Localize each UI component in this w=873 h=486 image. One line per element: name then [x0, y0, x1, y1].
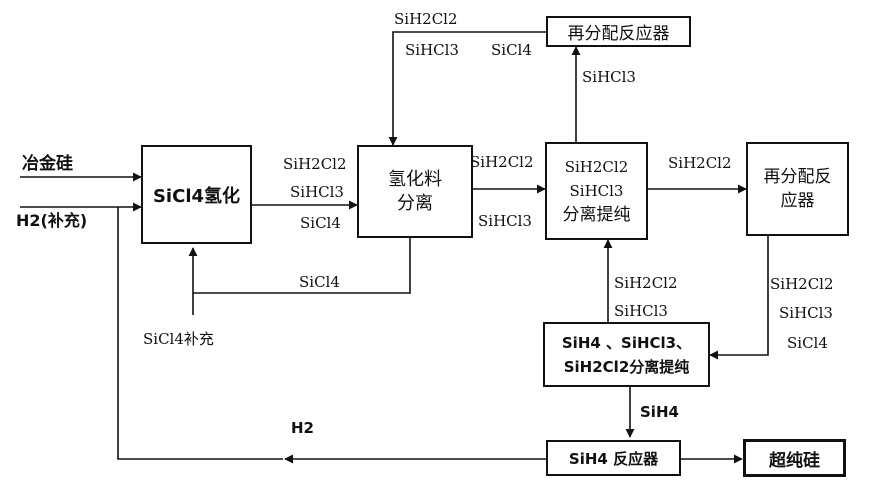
silane-up-sihcl3: SiHCl3: [614, 302, 668, 320]
purify-label-line3: 分离提纯: [562, 205, 631, 225]
input-metallurgical-silicon: 冶金硅: [22, 154, 73, 174]
redis-right-out-sihcl3: SiHCl3: [779, 304, 833, 322]
silane-purify-label-line2: SiH2Cl2分离提纯: [563, 357, 690, 376]
h2-recycle-label: H2: [291, 419, 314, 437]
purify-to-redis-right-sih2cl2: SiH2Cl2: [668, 154, 732, 172]
ultrapure-silicon-label: 超纯硅: [769, 450, 820, 471]
hyd-out-sih2cl2: SiH2Cl2: [283, 155, 347, 173]
purify-to-redis-top-sihcl3: SiHCl3: [582, 68, 636, 86]
separation-label-line2: 分离: [397, 192, 433, 214]
silane-reactor-box: SiH4 反应器: [546, 440, 681, 476]
sep-to-purify-sihcl3: SiHCl3: [478, 212, 532, 230]
silane-purify-label-line1: SiH4 、SiHCl3、: [561, 333, 692, 352]
hyd-out-sicl4: SiCl4: [300, 214, 341, 232]
redis-top-return-sih2cl2: SiH2Cl2: [394, 10, 458, 28]
ultrapure-silicon-box: 超纯硅: [743, 439, 846, 477]
redis-right-out-sih2cl2: SiH2Cl2: [770, 275, 834, 293]
sep-to-purify-sih2cl2: SiH2Cl2: [470, 153, 534, 171]
sicl4-hydrogenation-label: SiCl4氢化: [152, 185, 241, 207]
separation-label-line1: 氢化料: [388, 168, 442, 190]
silane-purify-box: SiH4 、SiHCl3、 SiH2Cl2分离提纯: [543, 322, 710, 387]
redistribution-right-label-line1: 再分配反: [763, 167, 832, 187]
purify-label-line1: SiH2Cl2: [564, 158, 629, 176]
sicl4-makeup-label: SiCl4补充: [143, 330, 214, 348]
hyd-out-sihcl3: SiHCl3: [290, 183, 344, 201]
arrow-redis-top-return: [388, 31, 546, 146]
purify-label-line2: SiHCl3: [569, 182, 624, 200]
redistribution-right-label-line2: 应器: [780, 191, 815, 211]
arrow-redis-right-to-silane: [709, 236, 769, 360]
redistribution-right-box: 再分配反 应器: [746, 142, 849, 236]
line-h2-recycle-left: [117, 207, 283, 460]
arrow-sicl4-return: [188, 238, 411, 294]
silane-down-sih4: SiH4: [640, 403, 679, 421]
redistribution-top-label: 再分配反应器: [567, 24, 670, 44]
silane-up-sih2cl2: SiH2Cl2: [614, 274, 678, 292]
input-h2-makeup: H2(补充): [16, 211, 88, 230]
sicl4-hydrogenation-box: SiCl4氢化: [141, 145, 252, 244]
separation-box: 氢化料 分离: [357, 145, 473, 238]
silane-reactor-label: SiH4 反应器: [568, 449, 659, 468]
redis-top-return-sicl4: SiCl4: [491, 41, 532, 59]
redis-right-out-sicl4: SiCl4: [787, 334, 828, 352]
sicl4-return-label: SiCl4: [299, 273, 340, 291]
redis-top-return-sihcl3: SiHCl3: [405, 41, 459, 59]
redistribution-top-box: 再分配反应器: [546, 16, 691, 47]
purify-box: SiH2Cl2 SiHCl3 分离提纯: [545, 142, 648, 240]
